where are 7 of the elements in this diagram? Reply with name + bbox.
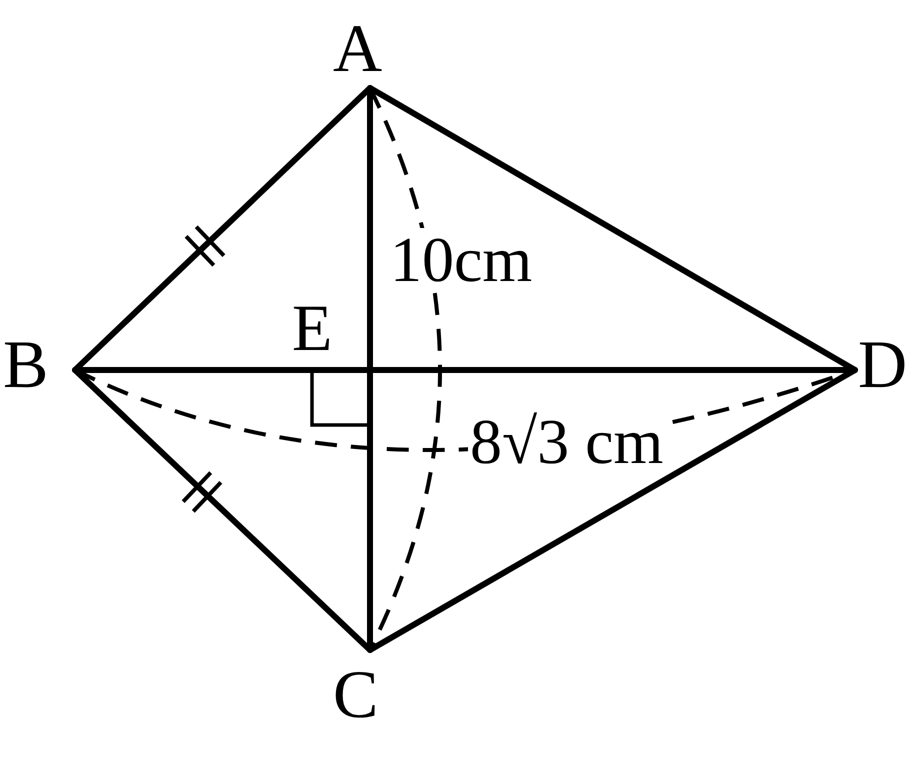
point-label: E <box>292 296 332 362</box>
point-label: C <box>333 660 378 728</box>
point-label: D <box>858 330 908 398</box>
line-segment <box>367 367 858 653</box>
point-label: B <box>3 330 48 398</box>
line-segment <box>72 367 373 653</box>
point-label: A <box>333 14 382 82</box>
